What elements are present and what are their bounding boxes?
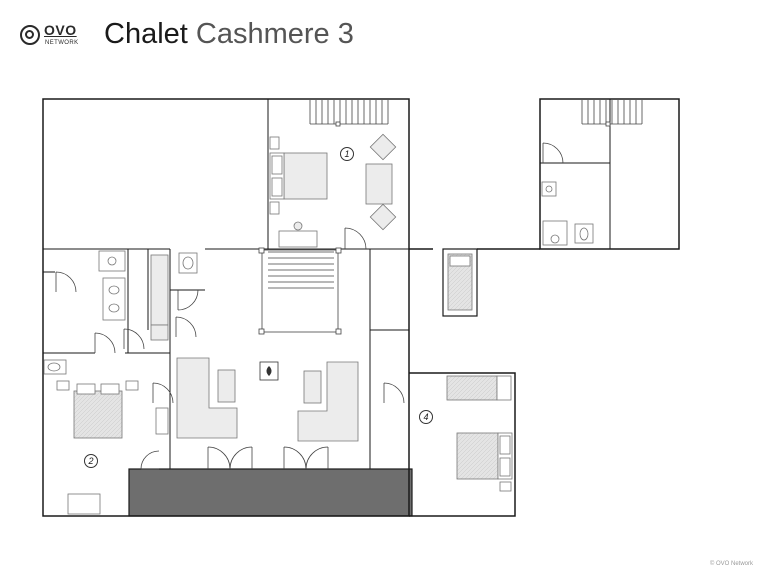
logo-subtext: NETWORK [45, 40, 79, 46]
doors [55, 142, 564, 470]
upper-stairs-bedroom-1 [309, 100, 389, 127]
header: OVO NETWORK Chalet Cashmere 3 [20, 14, 354, 54]
ovo-network-logo: OVO NETWORK [20, 17, 86, 51]
upper-stairs-mezzanine [581, 100, 643, 127]
page-title: Chalet Cashmere 3 [104, 17, 354, 51]
title-sub: Cashmere 3 [195, 18, 354, 50]
title-main: Chalet [104, 18, 188, 50]
outer-walls [42, 98, 680, 517]
terrace [128, 468, 413, 517]
logo-circle-icon [20, 25, 40, 45]
room-4-number: 4 [423, 412, 429, 422]
room-label-1: 1 [340, 147, 354, 161]
copyright-notice: © OVO Network [709, 561, 753, 567]
room-1-number: 1 [344, 149, 350, 159]
main-stairs [258, 247, 342, 335]
room-2-number: 2 [88, 456, 94, 466]
room-label-4: 4 [419, 410, 433, 424]
room-label-2: 2 [84, 454, 98, 468]
furniture [43, 133, 594, 515]
logo-word: OVO [44, 22, 77, 38]
